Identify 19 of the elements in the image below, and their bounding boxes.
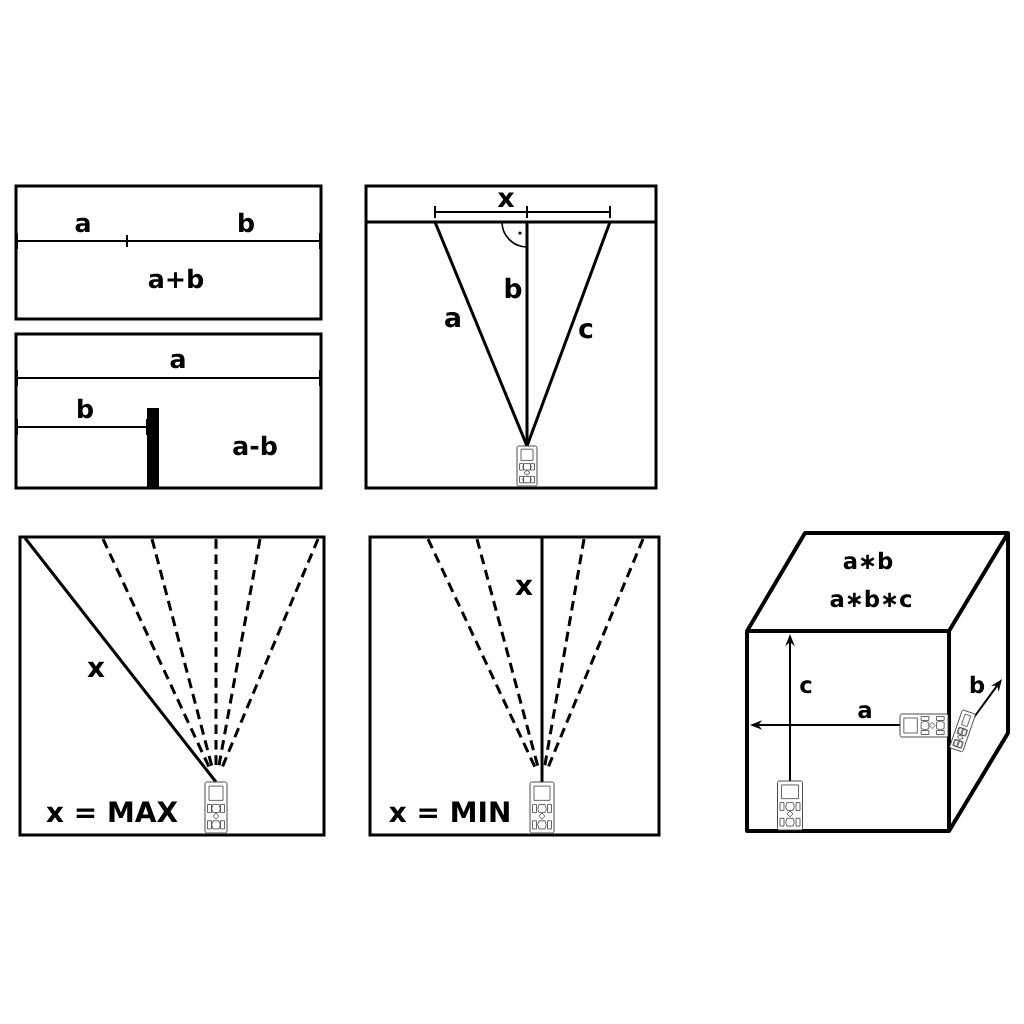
dimension-label: b bbox=[239, 212, 254, 233]
formula-label: a∗b bbox=[843, 551, 893, 570]
dimension-label: b bbox=[505, 277, 522, 299]
dimension-label: a bbox=[170, 353, 185, 369]
formula-label: a+b bbox=[148, 268, 204, 289]
dimension-label: a bbox=[858, 705, 871, 719]
dimension-label: x bbox=[497, 192, 515, 207]
formula-label: x = MIN bbox=[389, 801, 509, 822]
dimension-label: a bbox=[445, 312, 460, 328]
dimension-label: x bbox=[87, 661, 105, 677]
dimension-label: c bbox=[800, 680, 812, 694]
dimension-label: x bbox=[515, 579, 533, 595]
dimension-label: a bbox=[75, 217, 90, 233]
dimension-label: c bbox=[579, 323, 593, 339]
formula-label: x = MAX bbox=[46, 801, 178, 822]
dimension-label: b bbox=[78, 398, 93, 419]
dimension-label: b bbox=[970, 675, 985, 694]
formula-label: a-b bbox=[233, 435, 277, 456]
formula-label: a∗b∗c bbox=[830, 589, 911, 608]
